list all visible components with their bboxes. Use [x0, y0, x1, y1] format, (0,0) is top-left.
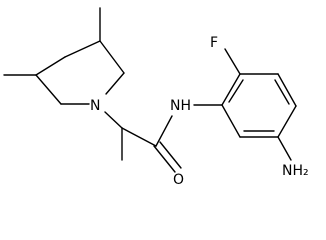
aryl-bond-3-inner: [274, 79, 290, 105]
ring-bond-c3-c2: [99, 40, 125, 74]
ring-bond-c4-c5: [35, 56, 66, 76]
ring-bond-c3-c4: [64, 40, 101, 58]
structure-diagram: N NH O F NH₂: [3, 7, 309, 188]
benzene-ring: [193, 48, 297, 161]
aryl-bond-1-inner: [228, 79, 244, 103]
nitrogen-ring-label: N: [90, 98, 100, 114]
bond-aryl-f: [224, 48, 241, 75]
aryl-bond-4: [277, 105, 297, 138]
bond-carbonyl-o-2: [159, 141, 182, 169]
amide-nh-label: NH: [170, 98, 191, 114]
aryl-bond-3: [277, 73, 297, 107]
fluorine-label: F: [210, 35, 218, 51]
ring-bond-c5-c6: [35, 74, 62, 105]
piperidine-ring: [3, 7, 125, 105]
ring-bond-c2-n: [105, 72, 125, 95]
aryl-bond-1: [221, 73, 241, 106]
bond-n-calpha: [104, 111, 123, 129]
amide-chain: [104, 111, 182, 173]
bond-carbonyl-nh: [155, 115, 173, 147]
aryl-bond-6: [221, 104, 241, 138]
molecule-drawing: N NH O F NH₂: [3, 7, 309, 188]
bond-aryl-nh2: [277, 136, 292, 161]
amide-oxygen-label: O: [173, 172, 184, 188]
bond-carbonyl-o-1: [153, 145, 176, 173]
bond-calpha-carbonyl: [121, 127, 157, 147]
amino-group-label: NH₂: [282, 163, 309, 179]
